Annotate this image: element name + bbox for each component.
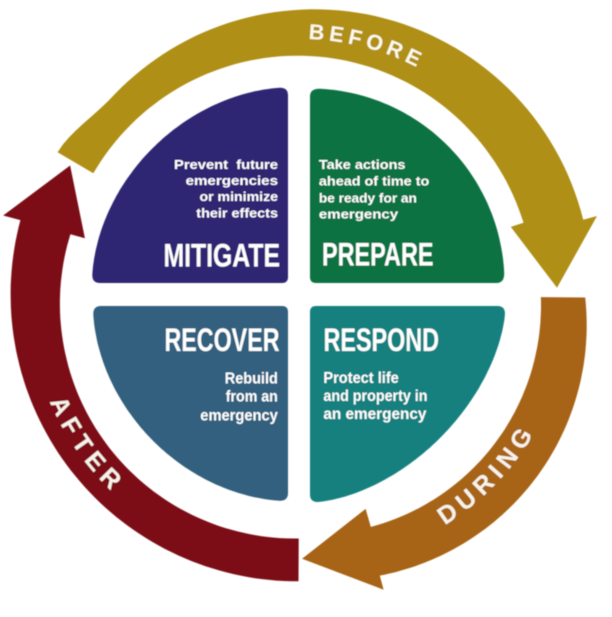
svg-text:Take actions: Take actions (319, 157, 406, 172)
svg-text:RESPOND: RESPOND (324, 322, 440, 358)
svg-text:an emergency: an emergency (323, 406, 426, 423)
svg-text:ahead of time to: ahead of time to (319, 174, 429, 189)
svg-text:their effects: their effects (196, 206, 278, 221)
svg-text:RECOVER: RECOVER (165, 322, 280, 358)
svg-text:emergencies: emergencies (186, 173, 278, 188)
svg-text:be ready for an: be ready for an (319, 190, 417, 205)
svg-text:from an: from an (226, 388, 278, 405)
svg-text:PREPARE: PREPARE (322, 237, 434, 273)
svg-text:Prevent future: Prevent future (174, 157, 278, 172)
svg-text:MITIGATE: MITIGATE (164, 237, 281, 273)
svg-text:Protect life: Protect life (323, 370, 398, 387)
svg-text:emergency: emergency (200, 408, 278, 425)
svg-text:and property in: and property in (323, 388, 427, 405)
svg-text:or minimize: or minimize (200, 189, 279, 204)
svg-text:emergency: emergency (319, 207, 399, 222)
svg-text:Rebuild: Rebuild (225, 370, 278, 387)
